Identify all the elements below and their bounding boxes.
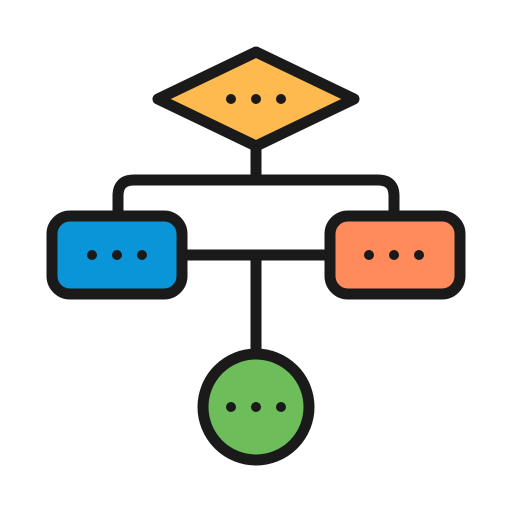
node-bottom: [197, 348, 315, 466]
ellipsis-icon: [226, 94, 286, 104]
edge-decision-branches: [112, 174, 400, 220]
ellipsis-icon: [87, 250, 147, 260]
node-decision: [152, 46, 360, 152]
ellipsis-icon: [364, 250, 424, 260]
node-right: [324, 210, 466, 300]
node-left: [46, 210, 188, 300]
ellipsis-icon: [226, 402, 286, 412]
connectors: [112, 140, 400, 360]
